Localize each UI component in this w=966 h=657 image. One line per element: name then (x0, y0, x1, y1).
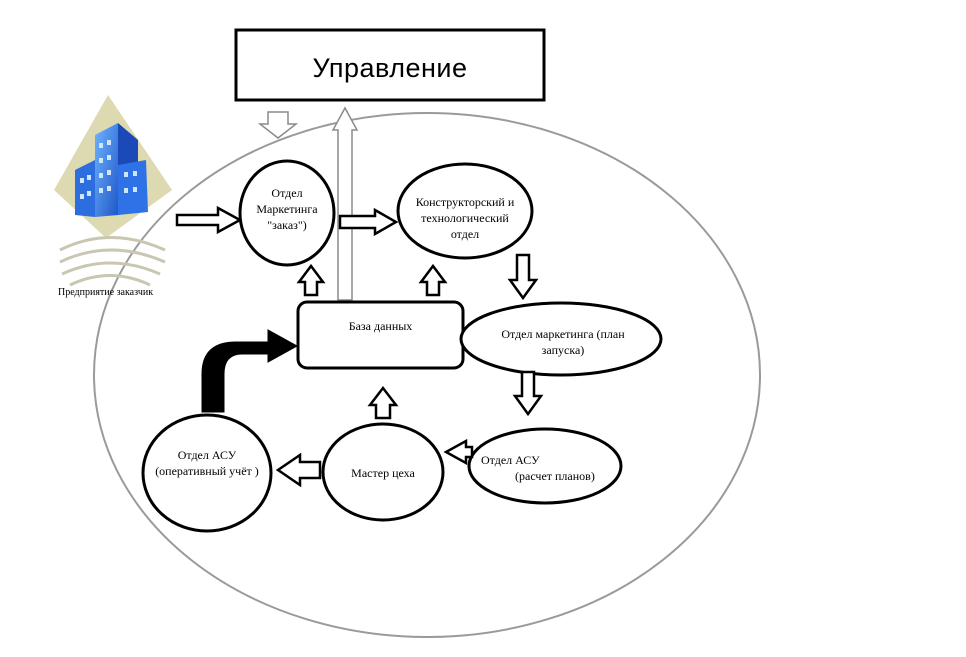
arrow-plan-to-asu (512, 370, 544, 417)
arrow-master-to-asu-ops (275, 452, 322, 488)
node-marketing-order (238, 159, 336, 267)
shop-master-label: Мастер цеха (351, 466, 415, 480)
arrow-client-to-marketing (175, 205, 243, 235)
node-marketing-plan (459, 301, 663, 377)
database-label: База данных (348, 319, 413, 333)
node-database (296, 300, 465, 370)
arrow-design-to-plan (507, 253, 539, 301)
arrow-from-management (257, 111, 299, 139)
management-box (234, 28, 546, 102)
node-asu-planning (467, 427, 623, 505)
arrow-db-to-design (418, 263, 448, 297)
asu-ops-label: Отдел АСУ (оперативный учёт ) (155, 448, 259, 479)
management-title: Управление (312, 53, 468, 83)
marketing-order-label: Отдел Маркетинга "заказ") (256, 186, 318, 233)
marketing-plan-label: Отдел маркетинга (план запуска) (501, 327, 625, 358)
arrow-marketing-to-design (338, 207, 399, 237)
node-shop-master (321, 422, 445, 522)
node-design-dept (396, 162, 534, 260)
asu-planning-label: Отдел АСУ (расчет планов) (481, 453, 595, 484)
node-asu-ops (141, 413, 273, 533)
design-dept-label: Конструкторский и технологический отдел (415, 195, 515, 242)
arrow-db-to-marketing (296, 263, 326, 297)
system-boundary-ellipse (93, 112, 761, 638)
office-building-icon (54, 95, 172, 287)
arrow-asu-to-master (443, 438, 474, 466)
arrow-master-to-db (367, 385, 399, 420)
arrow-to-management (331, 106, 359, 301)
client-caption: Предприятие заказчик (58, 287, 154, 298)
arrow-asu-ops-to-db (201, 329, 299, 413)
